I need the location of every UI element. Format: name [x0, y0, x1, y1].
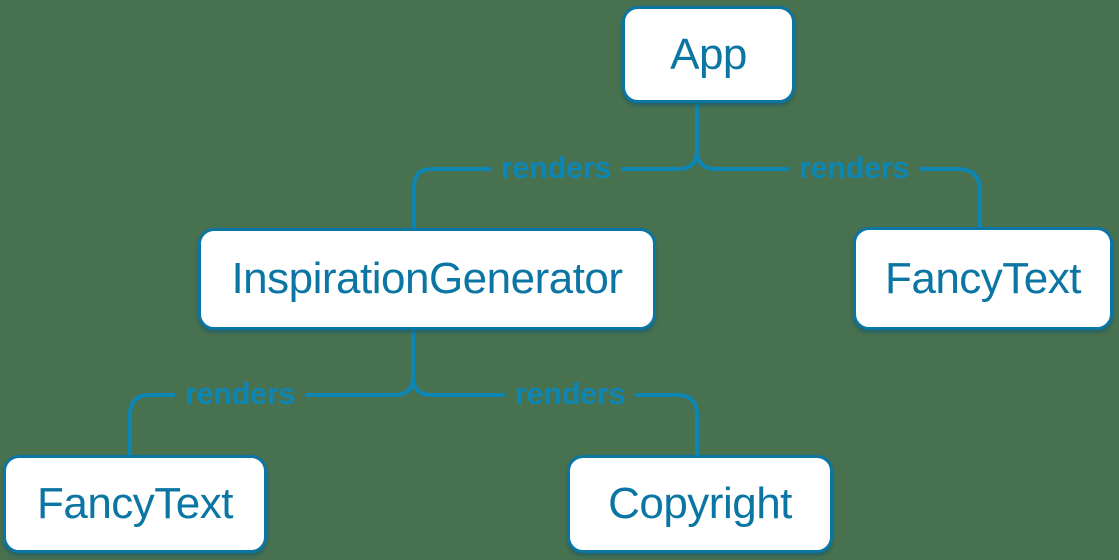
- edge-label-renders-app-fancytext: renders: [788, 150, 920, 186]
- node-fancy-text-bottom-label: FancyText: [36, 479, 234, 528]
- node-fancy-text-bottom: FancyText: [3, 455, 267, 553]
- node-inspiration-generator: InspirationGenerator: [198, 228, 656, 330]
- node-copyright: Copyright: [567, 455, 833, 553]
- edge-inspiration-generator-to-copyright: [411, 375, 699, 458]
- edge-label-renders-ig-copyright: renders: [504, 376, 636, 412]
- node-copyright-label: Copyright: [608, 479, 792, 528]
- node-app: App: [622, 6, 795, 103]
- node-fancy-text-top: FancyText: [853, 227, 1113, 330]
- node-inspiration-generator-label: InspirationGenerator: [231, 254, 623, 303]
- edge-label-renders-ig-fancytext: renders: [174, 376, 306, 412]
- edge-label-renders-app-ig: renders: [490, 150, 622, 186]
- node-fancy-text-top-label: FancyText: [884, 253, 1082, 303]
- edge-app-to-fancy-text-top: [695, 148, 982, 230]
- node-app-label: App: [670, 29, 747, 79]
